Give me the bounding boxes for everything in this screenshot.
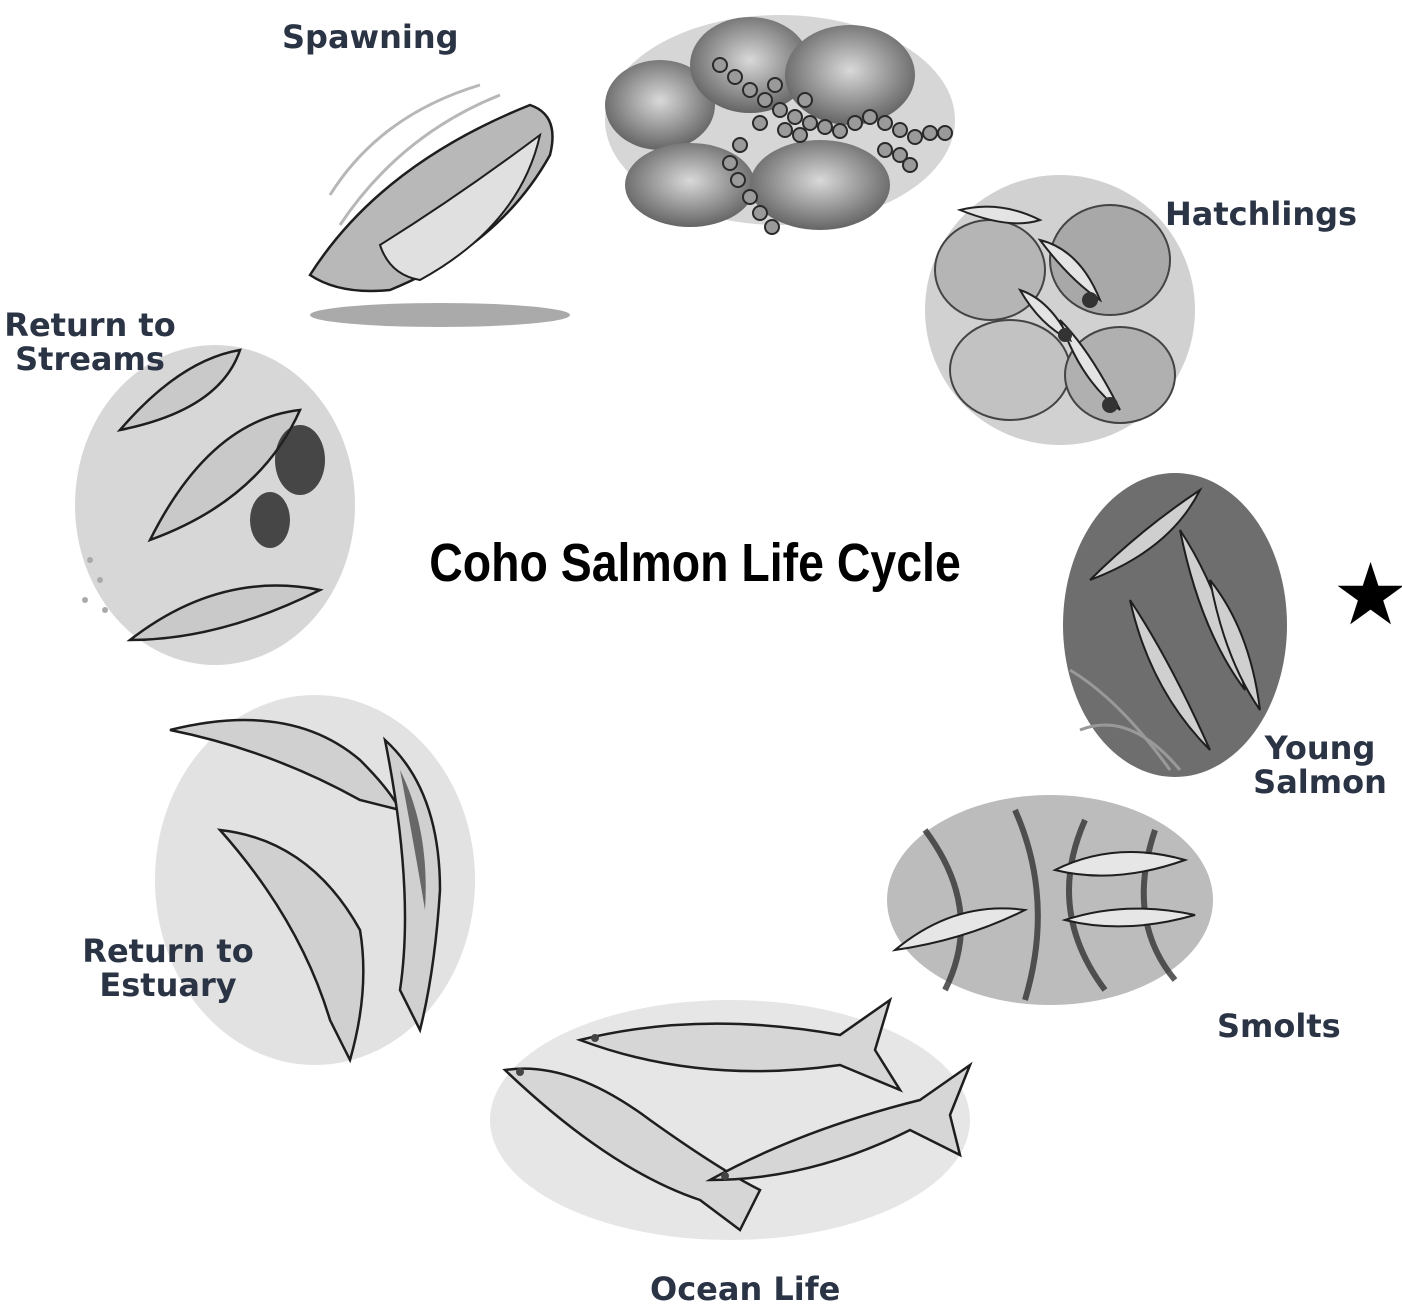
young-salmon-label-line2: Salmon	[1250, 765, 1390, 799]
return-to-estuary-label: Return to Estuary	[78, 934, 258, 1002]
smolts-illustration	[885, 790, 1215, 1010]
diagram-title: Coho Salmon Life Cycle	[407, 532, 983, 594]
eggs-illustration	[600, 5, 970, 245]
return-to-estuary-label-line2: Estuary	[78, 968, 258, 1002]
hatchlings-label: Hatchlings	[1165, 197, 1357, 231]
smolts-label: Smolts	[1217, 1009, 1341, 1043]
return-to-streams-label-line1: Return to	[0, 308, 180, 342]
return-to-streams-label-line2: Streams	[0, 342, 180, 376]
young-salmon-label-line1: Young	[1250, 731, 1390, 765]
return-to-estuary-illustration	[150, 690, 480, 1070]
ocean-life-label: Ocean Life	[650, 1272, 840, 1306]
return-to-streams-illustration	[70, 340, 360, 670]
star-icon: ★	[1332, 552, 1402, 638]
return-to-streams-label: Return to Streams	[0, 308, 180, 376]
spawning-illustration	[300, 75, 580, 335]
return-to-estuary-label-line1: Return to	[78, 934, 258, 968]
spawning-label: Spawning	[282, 20, 459, 54]
young-salmon-label: Young Salmon	[1250, 731, 1390, 799]
ocean-life-illustration	[480, 990, 980, 1250]
hatchlings-illustration	[920, 170, 1200, 450]
